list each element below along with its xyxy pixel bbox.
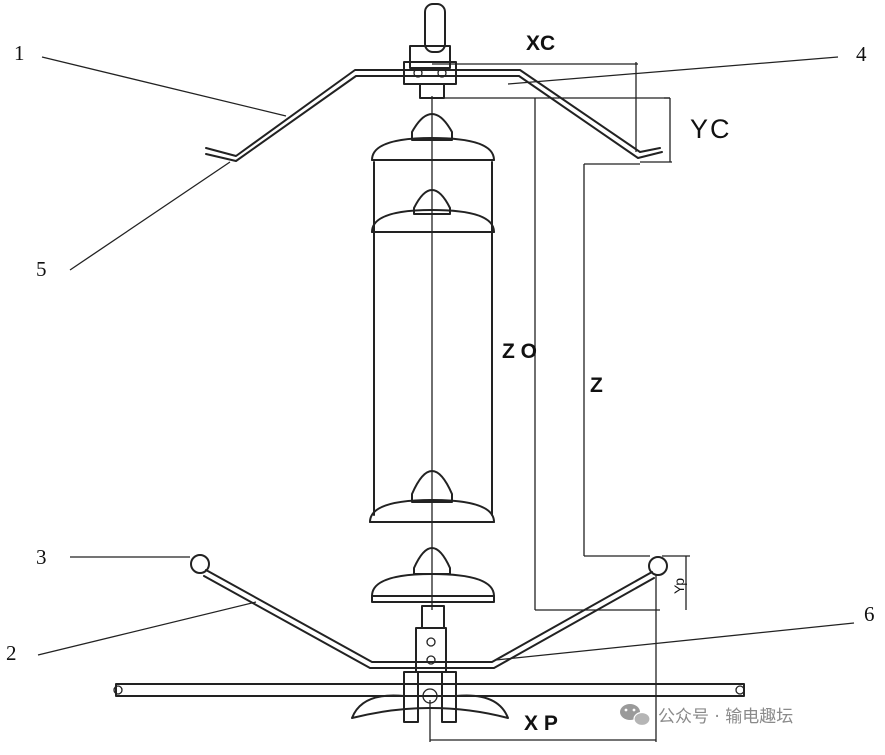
- callout-leaders: [37, 56, 855, 661]
- lower-grading-ring: [190, 554, 668, 669]
- callout-5: 5: [36, 257, 47, 281]
- dimension-label-z: Z: [590, 374, 603, 397]
- callout-3: 3: [36, 545, 47, 569]
- callout-6: 6: [864, 602, 875, 626]
- insulator-string: [369, 96, 495, 610]
- dimension-label-z0: Z O: [502, 340, 537, 363]
- conductor-clamp: [113, 683, 745, 719]
- callout-4: 4: [856, 42, 867, 66]
- callout-2: 2: [6, 641, 17, 665]
- callout-1: 1: [14, 41, 25, 65]
- upper-grading-ring: [205, 69, 663, 162]
- top-fitting: [403, 3, 457, 99]
- wechat-icon: [620, 704, 651, 727]
- watermark-text: 公众号 · 输电趣坛: [658, 707, 793, 727]
- dimension-label-xc: XC: [526, 32, 555, 55]
- watermark: 公众号 · 输电趣坛: [620, 704, 793, 727]
- dimension-label-yp: Yp: [671, 578, 687, 594]
- dimension-lines: [429, 62, 690, 742]
- dimension-label-xp: X P: [524, 712, 558, 735]
- dimension-label-yc: YC: [690, 114, 732, 144]
